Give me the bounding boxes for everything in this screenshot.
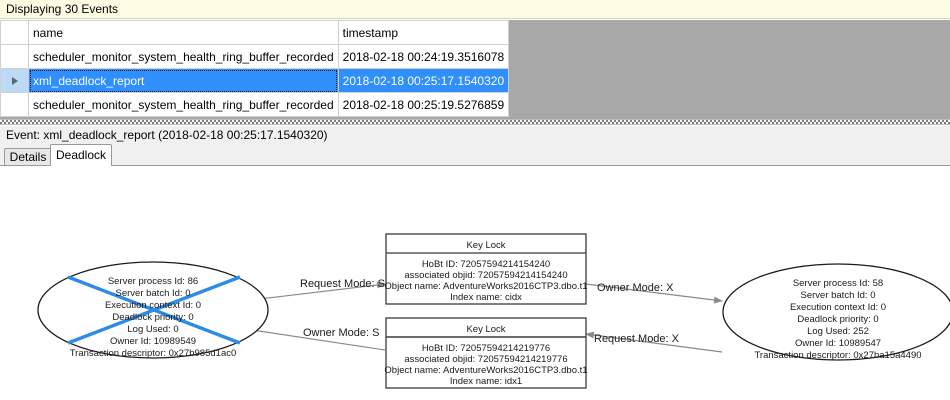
- tab-details[interactable]: Details: [4, 148, 52, 166]
- cell-timestamp[interactable]: 2018-02-18 00:25:17.1540320: [338, 68, 510, 93]
- row-selector-header: [0, 20, 29, 45]
- process-left-line-0: Server process Id: 86: [108, 276, 198, 287]
- detail-tabstrip: Details Deadlock: [0, 144, 950, 166]
- tab-deadlock[interactable]: Deadlock: [50, 144, 112, 166]
- events-grid[interactable]: name timestamp scheduler_monitor_system_…: [0, 20, 950, 119]
- process-left-line-3: Deadlock priority: 0: [112, 312, 193, 323]
- process-left-line-6: Transaction descriptor: 0x27b985d1ac0: [70, 348, 237, 359]
- process-right-line-3: Deadlock priority: 0: [797, 314, 878, 325]
- deadlock-graph[interactable]: Server process Id: 86 Server batch Id: 0…: [0, 166, 950, 400]
- row-selector-cell[interactable]: [0, 92, 29, 117]
- events-grid-table: name timestamp scheduler_monitor_system_…: [0, 20, 510, 117]
- table-row[interactable]: scheduler_monitor_system_health_ring_buf…: [0, 44, 510, 69]
- process-right-line-1: Server batch Id: 0: [801, 290, 876, 301]
- row-selector-cell[interactable]: [0, 44, 29, 69]
- current-row-arrow-icon: [11, 76, 18, 85]
- key-lock-bottom-line-3: Index name: idx1: [450, 376, 522, 387]
- table-row[interactable]: scheduler_monitor_system_health_ring_buf…: [0, 92, 510, 117]
- edge-label-owner-mode-x: Owner Mode: X: [597, 282, 674, 294]
- process-node-left[interactable]: Server process Id: 86 Server batch Id: 0…: [37, 261, 269, 359]
- events-count-label: Displaying 30 Events: [6, 2, 119, 16]
- horizontal-splitter[interactable]: [0, 119, 950, 125]
- key-lock-top-line-3: Index name: cidx: [450, 292, 522, 303]
- event-detail-header: Event: xml_deadlock_report (2018-02-18 0…: [0, 126, 950, 144]
- key-lock-top-title: Key Lock: [466, 240, 505, 251]
- cell-timestamp[interactable]: 2018-02-18 00:25:19.5276859: [338, 92, 510, 117]
- resource-node-key-lock-bottom[interactable]: Key Lock HoBt ID: 72057594214219776 asso…: [384, 317, 588, 389]
- process-left-line-2: Execution context Id: 0: [105, 300, 201, 311]
- process-left-line-1: Server batch Id: 0: [116, 288, 191, 299]
- edge-request-mode-x: [585, 331, 723, 353]
- key-lock-bottom-title: Key Lock: [466, 324, 505, 335]
- cell-name[interactable]: scheduler_monitor_system_health_ring_buf…: [28, 44, 339, 69]
- resource-node-key-lock-top[interactable]: Key Lock HoBt ID: 72057594214154240 asso…: [384, 233, 588, 305]
- process-right-line-5: Owner Id: 10989547: [795, 338, 881, 349]
- process-right-line-0: Server process Id: 58: [793, 278, 883, 289]
- cell-name[interactable]: scheduler_monitor_system_health_ring_buf…: [28, 92, 339, 117]
- column-header-name[interactable]: name: [28, 20, 339, 45]
- key-lock-top-line-1: associated objid: 72057594214154240: [404, 270, 567, 281]
- edge-label-request-mode-s: Request Mode: S: [300, 278, 385, 290]
- edge-label-owner-mode-s: Owner Mode: S: [303, 327, 379, 339]
- column-header-timestamp[interactable]: timestamp: [338, 20, 510, 45]
- process-left-line-4: Log Used: 0: [127, 324, 178, 335]
- cell-timestamp[interactable]: 2018-02-18 00:24:19.3516078: [338, 44, 510, 69]
- key-lock-top-line-0: HoBt ID: 72057594214154240: [422, 259, 550, 270]
- edge-label-request-mode-x: Request Mode: X: [594, 333, 680, 345]
- edge-request-mode-s: [242, 281, 386, 302]
- process-right-line-2: Execution context Id: 0: [790, 302, 886, 313]
- key-lock-bottom-line-1: associated objid: 72057594214219776: [404, 354, 567, 365]
- events-grid-header-row: name timestamp: [0, 20, 510, 45]
- edge-owner-mode-s: [245, 326, 386, 351]
- edge-owner-mode-x: [585, 283, 723, 304]
- cell-name[interactable]: xml_deadlock_report: [28, 68, 339, 93]
- key-lock-bottom-line-2: Object name: AdventureWorks2016CTP3.dbo.…: [384, 365, 587, 376]
- events-count-bar: Displaying 30 Events: [0, 0, 950, 19]
- event-detail-title: Event: xml_deadlock_report (2018-02-18 0…: [6, 128, 328, 142]
- table-row[interactable]: xml_deadlock_report 2018-02-18 00:25:17.…: [0, 68, 510, 93]
- key-lock-top-line-2: Object name: AdventureWorks2016CTP3.dbo.…: [384, 281, 587, 292]
- process-node-right[interactable]: Server process Id: 58 Server batch Id: 0…: [722, 263, 950, 361]
- row-selector-cell[interactable]: [0, 68, 29, 93]
- process-right-line-6: Transaction descriptor: 0x27ba15a4490: [754, 350, 921, 361]
- process-left-line-5: Owner Id: 10989549: [110, 336, 196, 347]
- deadlock-victim-cross-icon: [67, 275, 241, 345]
- key-lock-bottom-line-0: HoBt ID: 72057594214219776: [422, 343, 550, 354]
- process-right-line-4: Log Used: 252: [807, 326, 869, 337]
